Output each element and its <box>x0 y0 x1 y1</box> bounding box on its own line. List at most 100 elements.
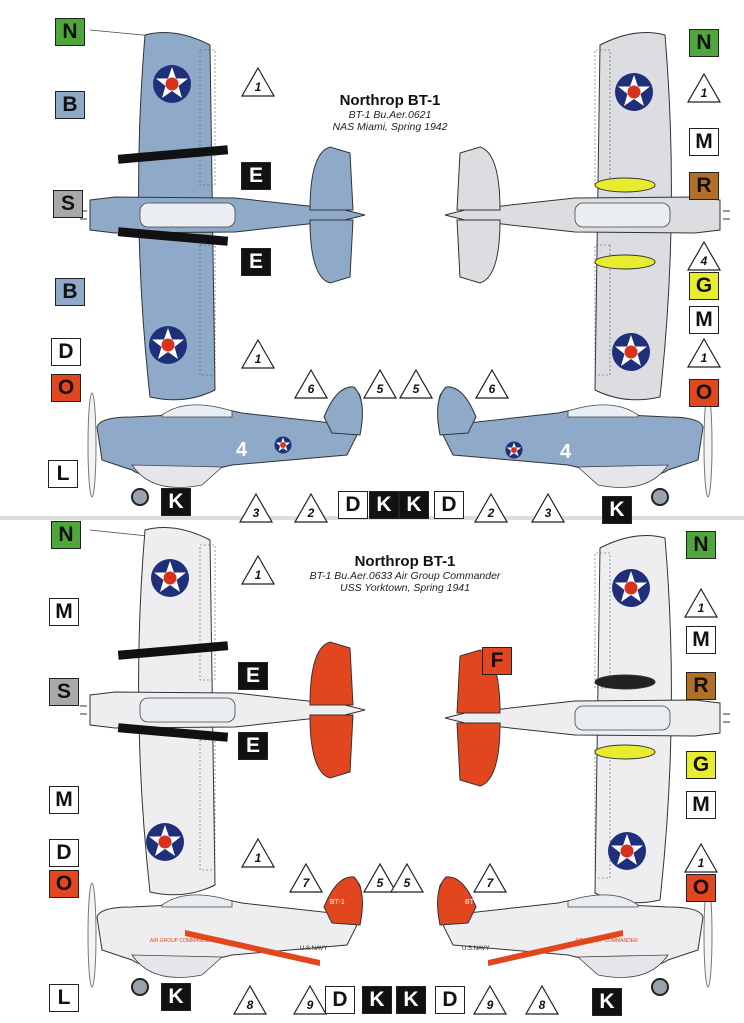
paint-color-callout: D <box>51 338 81 366</box>
triangle-icon <box>241 555 275 585</box>
scheme-title: Northrop BT-1 <box>354 553 456 570</box>
paint-color-callout: K <box>602 496 632 524</box>
triangle-icon <box>399 369 433 399</box>
decal-number: 3 <box>544 506 552 520</box>
paint-color-callout: D <box>338 491 368 519</box>
decal-number-callout: 8 <box>525 985 559 1015</box>
decal-number-callout: 1 <box>241 67 275 97</box>
decal-number: 1 <box>700 351 708 365</box>
navy-text-left: U.S.NAVY <box>300 946 328 952</box>
decal-number-callout: 2 <box>474 493 508 523</box>
paint-color-callout: R <box>689 172 719 200</box>
paint-color-callout: F <box>482 647 512 675</box>
paint-color-callout: L <box>49 984 79 1012</box>
paint-color-callout: E <box>238 662 268 690</box>
triangle-icon <box>687 73 721 103</box>
paint-color-callout: O <box>686 874 716 902</box>
triangle-icon <box>687 241 721 271</box>
decal-number-callout: 6 <box>294 369 328 399</box>
paint-color-callout: N <box>689 29 719 57</box>
decal-number: 1 <box>697 856 705 870</box>
tail-code-left: BT-1 <box>330 899 345 906</box>
scheme-subtitle: BT-1 Bu.Aer.0633 Air Group Commander <box>309 570 501 582</box>
decal-number-callout: 5 <box>399 369 433 399</box>
decal-number-callout: 5 <box>363 369 397 399</box>
paint-color-callout: D <box>434 491 464 519</box>
navy-text-right: U.S.NAVY <box>462 946 490 952</box>
triangle-icon <box>390 863 424 893</box>
paint-color-callout: E <box>241 162 271 190</box>
triangle-icon <box>531 493 565 523</box>
paint-color-callout: M <box>686 626 716 654</box>
decal-number: 5 <box>412 382 420 396</box>
paint-color-callout: M <box>49 786 79 814</box>
decal-number-callout: 3 <box>531 493 565 523</box>
decal-number: 1 <box>254 568 262 582</box>
triangle-icon <box>289 863 323 893</box>
decal-number: 5 <box>376 876 384 890</box>
decal-number-callout: 7 <box>473 863 507 893</box>
decal-number-callout: 3 <box>239 493 273 523</box>
scheme-subtitle: USS Yorktown, Spring 1941 <box>340 582 470 594</box>
triangle-icon <box>475 369 509 399</box>
decal-number: 1 <box>254 851 262 865</box>
decal-number: 6 <box>307 382 315 396</box>
paint-color-callout: B <box>55 91 85 119</box>
paint-color-callout: M <box>686 791 716 819</box>
paint-color-callout: M <box>689 306 719 334</box>
decal-number: 9 <box>486 998 494 1012</box>
triangle-icon <box>363 369 397 399</box>
paint-color-callout: N <box>686 531 716 559</box>
decal-number: 1 <box>254 80 262 94</box>
paint-color-callout: K <box>396 986 426 1014</box>
triangle-icon <box>241 838 275 868</box>
decal-number: 1 <box>697 601 705 615</box>
paint-color-callout: K <box>399 491 429 519</box>
triangle-icon <box>294 369 328 399</box>
paint-color-callout: K <box>369 491 399 519</box>
triangle-icon <box>473 985 507 1015</box>
paint-color-callout: D <box>49 839 79 867</box>
decal-number: 7 <box>302 876 310 890</box>
paint-color-callout: M <box>49 598 79 626</box>
triangle-icon <box>239 493 273 523</box>
decal-number: 2 <box>487 506 495 520</box>
paint-color-callout: G <box>686 751 716 779</box>
paint-color-callout: O <box>49 870 79 898</box>
paint-color-callout: B <box>55 278 85 306</box>
commander-text-right: AIR GROUP COMMANDER <box>575 938 638 944</box>
decal-number-callout: 2 <box>294 493 328 523</box>
triangle-icon <box>363 863 397 893</box>
triangle-icon <box>687 338 721 368</box>
decal-number-callout: 1 <box>687 338 721 368</box>
paint-color-callout: K <box>592 988 622 1016</box>
paint-color-callout: R <box>686 672 716 700</box>
paint-color-callout: S <box>49 678 79 706</box>
scheme-title: Northrop BT-1 <box>339 92 441 109</box>
triangle-icon <box>241 339 275 369</box>
paint-color-callout: L <box>48 460 78 488</box>
tail-code-right: BT-1 <box>465 899 480 906</box>
decal-number-callout: 9 <box>293 985 327 1015</box>
decal-number: 2 <box>307 506 315 520</box>
triangle-icon <box>241 67 275 97</box>
triangle-icon <box>684 588 718 618</box>
decal-number-callout: 1 <box>684 843 718 873</box>
triangle-icon <box>684 843 718 873</box>
decal-number-callout: 1 <box>241 555 275 585</box>
scheme-subtitle: BT-1 Bu.Aer.0621 <box>348 109 432 121</box>
paint-color-callout: O <box>51 374 81 402</box>
decal-number-callout: 1 <box>241 339 275 369</box>
decal-number-callout: 9 <box>473 985 507 1015</box>
triangle-icon <box>474 493 508 523</box>
paint-color-callout: N <box>55 18 85 46</box>
decal-number: 3 <box>252 506 260 520</box>
decal-number-callout: 4 <box>687 241 721 271</box>
decal-number-callout: 7 <box>289 863 323 893</box>
triangle-icon <box>294 493 328 523</box>
decal-number: 5 <box>376 382 384 396</box>
triangle-icon <box>293 985 327 1015</box>
decal-number-callout: 1 <box>684 588 718 618</box>
